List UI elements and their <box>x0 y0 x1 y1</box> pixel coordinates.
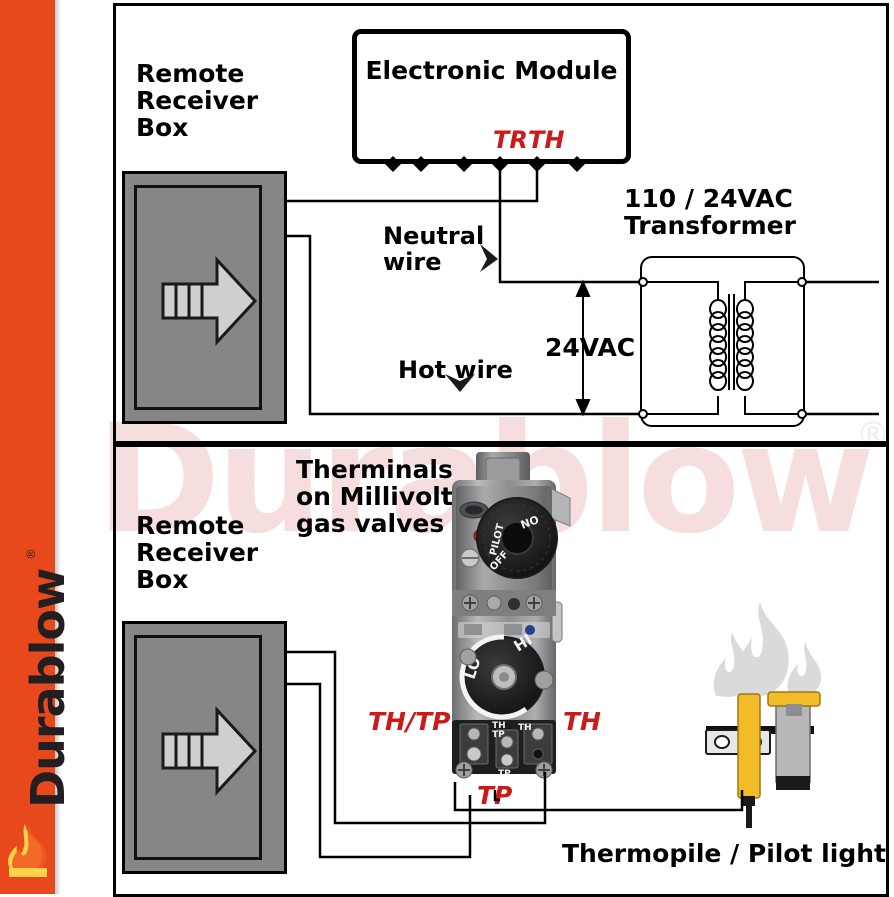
receiver-label-top: Remote Receiver Box <box>136 59 259 142</box>
thermopile-probe-icon <box>737 693 761 799</box>
remote-receiver-box-top[interactable] <box>122 171 287 424</box>
svg-text:TH: TH <box>518 723 532 733</box>
svg-text:TP: TP <box>492 730 505 740</box>
valve-caption: Therminals on Millivolt gas valves <box>296 455 453 538</box>
pilot-flame-icon <box>713 602 822 697</box>
svg-text:ON: ON <box>519 512 541 531</box>
transformer-symbol <box>640 256 805 427</box>
brand-sidebar-shadow <box>55 0 61 894</box>
electronic-module: Electronic Module <box>352 29 631 164</box>
right-arrow-icon <box>161 706 258 796</box>
watermark-registered-mark: ® <box>856 415 890 455</box>
callout-tp: TP <box>477 781 513 810</box>
thermopile-pilot-assembly <box>705 602 822 828</box>
voltage-label-24vac: 24VAC <box>545 333 636 362</box>
brand-sidebar <box>0 0 55 894</box>
right-arrow-icon <box>161 256 258 346</box>
receiver-inner-border <box>134 185 262 410</box>
module-terminal-label-th: TH <box>528 126 565 154</box>
callout-th: TH <box>563 707 601 736</box>
panel-top-frame <box>113 3 889 444</box>
electronic-module-title: Electronic Module <box>365 56 618 85</box>
flame-icon <box>8 824 47 877</box>
receiver-label-bottom: Remote Receiver Box <box>136 511 259 594</box>
receiver-inner-border <box>134 635 262 860</box>
neutral-wire-label: Neutral wire <box>383 222 485 276</box>
hot-wire-label: Hot wire <box>398 356 513 384</box>
svg-text:TP: TP <box>498 769 511 779</box>
transformer-label: 110 / 24VAC Transformer <box>624 184 796 240</box>
thermopile-caption: Thermopile / Pilot light <box>562 839 886 868</box>
module-terminal-label-tr: TR <box>493 126 528 154</box>
remote-receiver-box-bottom[interactable] <box>122 621 287 874</box>
millivolt-gas-valve-icon: ON OFF PILOT HI LO <box>452 452 571 779</box>
